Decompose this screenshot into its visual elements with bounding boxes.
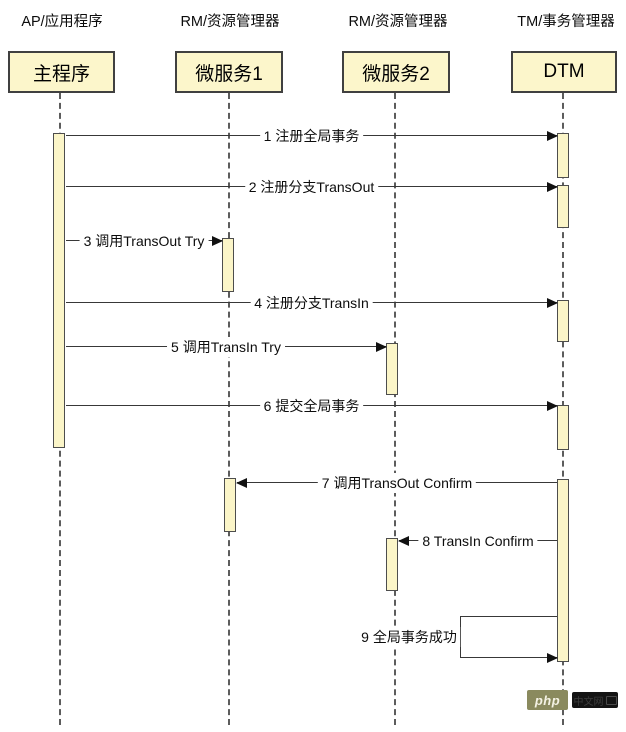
lifeline-service1: [228, 93, 230, 725]
message-5-label: 5 调用TransIn Try: [167, 337, 285, 357]
message-7-label: 7 调用TransOut Confirm: [317, 473, 477, 493]
arrowhead-right-icon: [547, 130, 558, 141]
arrowhead-left-icon: [236, 477, 247, 488]
watermark-site-label: 中文网: [573, 696, 604, 708]
participant-box-service2: 微服务2: [342, 51, 450, 93]
arrowhead-right-icon: [547, 181, 558, 192]
message-9-label: 9 全局事务成功: [358, 627, 460, 647]
participant-box-dtm: DTM: [511, 51, 617, 93]
php-cn-site-badge: 中文网: [572, 692, 618, 708]
php-logo: php: [527, 690, 568, 710]
activation-dtm-confirm: [557, 479, 569, 662]
role-label-tm: TM/事务管理器: [517, 14, 615, 30]
activation-dtm-1: [557, 133, 569, 178]
role-label-ap: AP/应用程序: [21, 14, 103, 30]
participant-box-service1: 微服务1: [175, 51, 283, 93]
message-9-self-loop: [460, 616, 558, 663]
message-4-label: 4 注册分支TransIn: [250, 293, 373, 313]
activation-service2-confirm: [386, 538, 398, 591]
lifeline-service2: [394, 93, 396, 725]
arrowhead-right-icon: [547, 400, 558, 411]
message-8-label: 8 TransIn Confirm: [418, 533, 538, 549]
activation-main: [53, 133, 65, 448]
watermark-php-cn: php 中文网: [527, 690, 618, 710]
message-6-label: 6 提交全局事务: [259, 396, 364, 416]
arrowhead-right-icon: [212, 235, 223, 246]
activation-service1-try: [222, 238, 234, 292]
role-label-rm1: RM/资源管理器: [180, 14, 280, 30]
arrowhead-right-icon: [376, 341, 387, 352]
role-label-rm2: RM/资源管理器: [348, 14, 448, 30]
arrowhead-right-icon: [547, 297, 558, 308]
arrowhead-left-icon: [398, 535, 409, 546]
message-3-label: 3 调用TransOut Try: [79, 231, 209, 251]
tv-icon: [605, 695, 617, 705]
activation-service2-try: [386, 343, 398, 395]
message-2-label: 2 注册分支TransOut: [244, 177, 379, 197]
activation-service1-confirm: [224, 478, 236, 532]
activation-dtm-4: [557, 405, 569, 450]
arrowhead-right-icon: [547, 653, 558, 663]
activation-dtm-2: [557, 185, 569, 228]
activation-dtm-3: [557, 300, 569, 342]
participant-box-main: 主程序: [8, 51, 115, 93]
message-1-label: 1 注册全局事务: [259, 126, 364, 146]
